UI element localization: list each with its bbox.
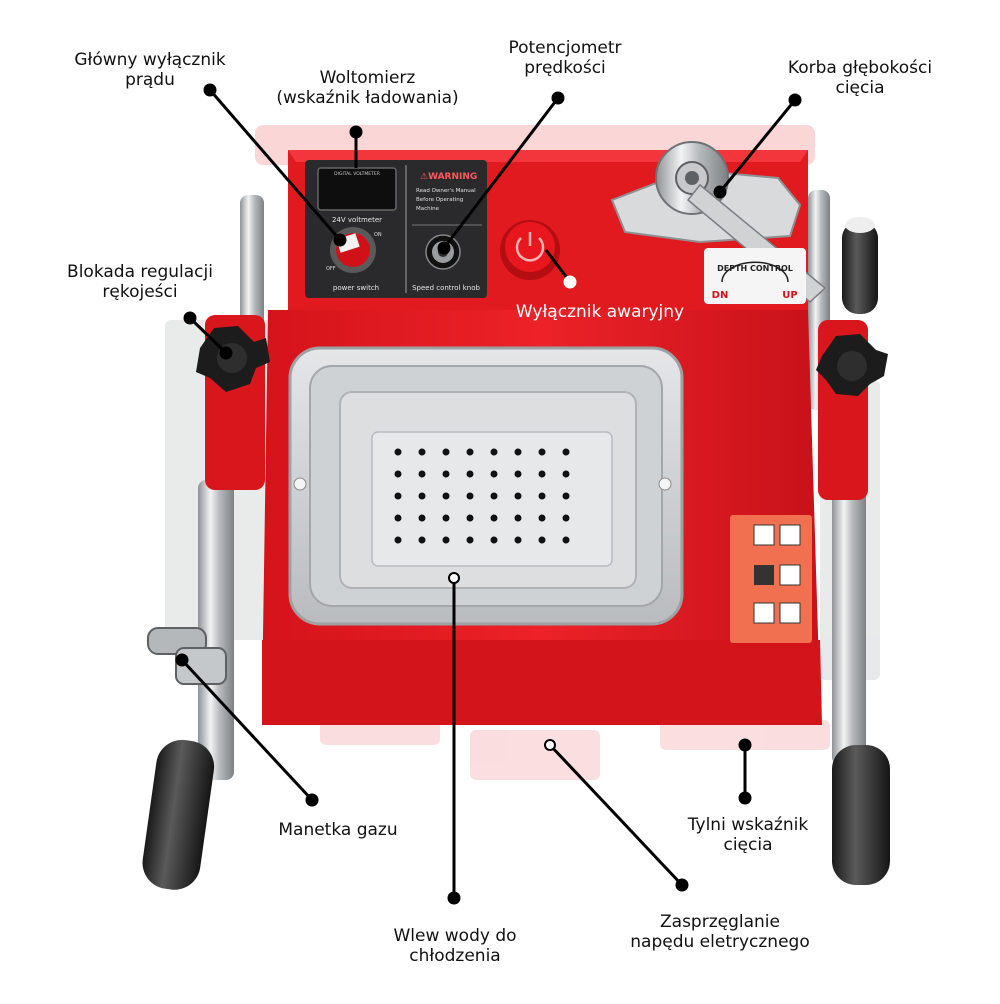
drain-hole	[562, 448, 570, 456]
drain-hole	[394, 470, 402, 478]
callout-water-inlet-line-2: chłodzenia	[409, 946, 501, 966]
drain-hole	[466, 514, 474, 522]
callout-water-inlet-line-1: Wlew wody do	[393, 926, 517, 946]
voltmeter-label: 24V voltmeter	[332, 216, 382, 224]
drain-hole	[442, 514, 450, 522]
depth-control-up: UP	[782, 290, 797, 301]
switch-on-label: ON	[374, 232, 382, 238]
right-handle[interactable]	[808, 190, 890, 885]
drain-hole	[418, 448, 426, 456]
callout-rear-indicator-line-1: Tylni wskaźnik	[687, 815, 809, 835]
drain-hole	[418, 536, 426, 544]
callout-drive-clutch: Zasprzęglanie napędu eletrycznego	[595, 912, 845, 952]
switch-off-label: OFF	[326, 266, 336, 272]
throttle-lever[interactable]	[147, 627, 227, 685]
warning-line-3: Machine	[416, 206, 440, 212]
drain-hole	[538, 536, 546, 544]
callout-main-switch-line-1: Główny wyłącznik	[74, 50, 226, 70]
emergency-stop-button[interactable]	[500, 220, 560, 280]
callout-speed-pot: Potencjometr prędkości	[490, 38, 640, 78]
callout-depth-crank-line-2: cięcia	[835, 78, 885, 98]
callout-speed-pot-line-2: prędkości	[524, 58, 606, 78]
callout-speed-pot-line-1: Potencjometr	[508, 38, 622, 58]
power-switch-label: power switch	[333, 284, 379, 292]
callout-voltmeter: Woltomierz (wskaźnik ładowania)	[250, 68, 485, 108]
drain-hole	[466, 470, 474, 478]
callout-voltmeter-line-2: (wskaźnik ładowania)	[276, 88, 459, 108]
drain-hole	[490, 448, 498, 456]
drain-hole	[562, 514, 570, 522]
crank-grip[interactable]	[842, 222, 878, 314]
callout-voltmeter-line-1: Woltomierz	[319, 68, 416, 88]
callout-depth-crank-line-1: Korba głębokości	[787, 58, 933, 78]
depth-control-title: DEPTH CONTROL	[717, 264, 793, 273]
callout-drive-clutch-line-2: napędu eletrycznego	[630, 932, 810, 952]
callout-drive-clutch-line-1: Zasprzęglanie	[660, 912, 780, 932]
drain-hole	[442, 470, 450, 478]
drain-hole	[442, 448, 450, 456]
drain-hole	[514, 492, 522, 500]
callout-water-inlet: Wlew wody do chłodzenia	[365, 926, 545, 966]
callout-depth-crank: Korba głębokości cięcia	[760, 58, 960, 98]
drain-hole	[442, 536, 450, 544]
left-handle[interactable]	[139, 195, 264, 893]
callout-main-switch-line-2: prądu	[125, 70, 175, 90]
safety-sticker	[730, 515, 812, 643]
drain-hole	[562, 536, 570, 544]
drain-hole	[394, 448, 402, 456]
drain-hole	[514, 448, 522, 456]
leader-lines	[175, 83, 802, 905]
drain-hole	[490, 514, 498, 522]
drain-hole	[514, 470, 522, 478]
drain-hole	[562, 470, 570, 478]
voltmeter-title: DIGITAL VOLTMETER	[334, 171, 380, 177]
drain-hole	[538, 514, 546, 522]
callout-throttle: Manetka gazu	[278, 820, 398, 840]
drain-hole	[490, 470, 498, 478]
drain-hole	[466, 448, 474, 456]
drain-hole	[490, 492, 498, 500]
drain-hole	[418, 470, 426, 478]
warning-line-2: Before Operating	[416, 197, 463, 203]
drain-hole	[418, 514, 426, 522]
callout-main-switch: Główny wyłącznik prądu	[50, 50, 250, 90]
drain-hole	[562, 492, 570, 500]
warning-title: ⚠WARNING	[420, 172, 477, 182]
drain-hole	[538, 448, 546, 456]
water-inlet-tray[interactable]	[288, 346, 684, 626]
drain-hole	[490, 536, 498, 544]
drain-hole	[538, 492, 546, 500]
drain-hole	[394, 536, 402, 544]
depth-control-dn: DN	[712, 290, 729, 301]
drain-hole	[394, 514, 402, 522]
callout-emergency-stop: Wyłącznik awaryjny	[515, 302, 685, 322]
callout-handle-lock: Blokada regulacji rękojeści	[40, 262, 240, 302]
callout-handle-lock-line-1: Blokada regulacji	[67, 262, 213, 282]
right-handle-lock-knob[interactable]	[816, 334, 888, 396]
drain-hole	[514, 514, 522, 522]
depth-control-decal: DEPTH CONTROL DN UP	[704, 248, 806, 304]
speed-knob-label: Speed control knob	[412, 284, 480, 292]
drain-hole	[442, 492, 450, 500]
drain-hole	[418, 492, 426, 500]
drain-hole	[466, 492, 474, 500]
drain-hole	[466, 536, 474, 544]
tray-drain-holes	[394, 448, 570, 544]
drain-hole	[514, 536, 522, 544]
callout-rear-indicator: Tylni wskaźnik cięcia	[668, 815, 828, 855]
drain-hole	[538, 470, 546, 478]
warning-line-1: Read Owner's Manual	[416, 188, 476, 194]
callout-rear-indicator-line-2: cięcia	[723, 835, 773, 855]
callout-handle-lock-line-2: rękojeści	[102, 282, 178, 302]
drain-hole	[394, 492, 402, 500]
